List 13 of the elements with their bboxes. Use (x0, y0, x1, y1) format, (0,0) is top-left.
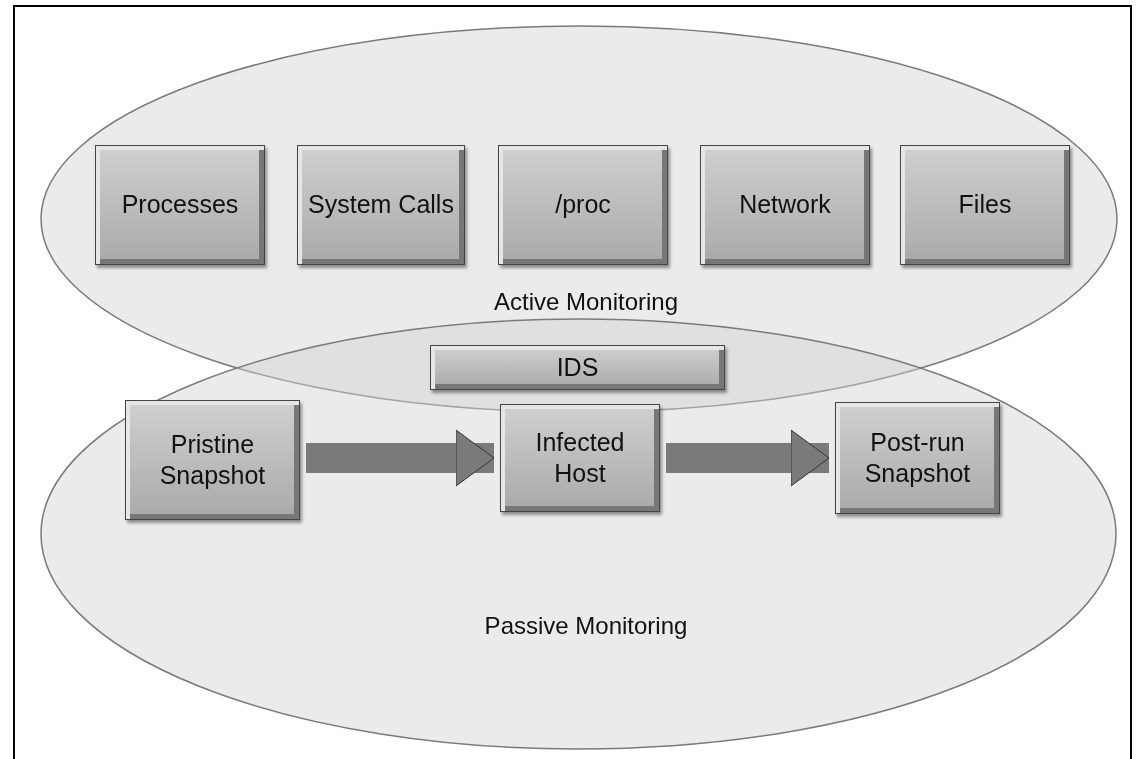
process-box: System Calls (297, 145, 465, 265)
process-box: Network (700, 145, 870, 265)
process-box: Files (900, 145, 1070, 265)
process-box: Pristine Snapshot (125, 400, 300, 520)
region-label: Active Monitoring (493, 288, 679, 316)
region-label: Passive Monitoring (484, 612, 688, 640)
block-arrow (306, 429, 495, 487)
process-box: IDS (430, 345, 725, 390)
ellipse-region (40, 318, 1117, 750)
process-box: Processes (95, 145, 265, 265)
process-box: Post-run Snapshot (835, 402, 1000, 514)
block-arrow (666, 429, 830, 487)
process-box: /proc (498, 145, 668, 265)
